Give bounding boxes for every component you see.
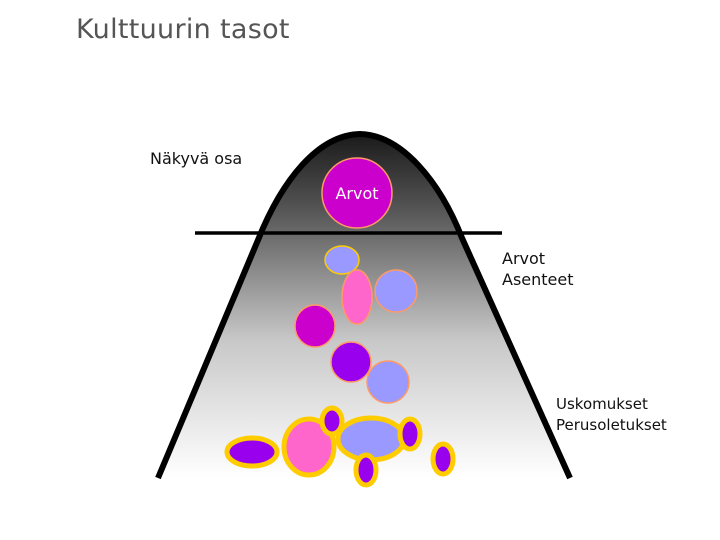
periwinkle-circle-right	[374, 269, 418, 313]
bottom-label-line-2: Perusoletukset	[556, 416, 667, 434]
values-circle	[321, 157, 393, 229]
periwinkle-circle-lower	[366, 360, 410, 404]
mountain-outline	[155, 131, 573, 480]
visible-part-text: Näkyvä osa	[150, 149, 243, 168]
violet-oval-wide	[224, 435, 280, 469]
magenta-circle-left	[294, 304, 336, 348]
pink-oval-tall	[341, 269, 373, 325]
middle-layer-label: Arvot Asenteet	[502, 248, 574, 290]
violet-oval-bottom	[353, 452, 379, 488]
middle-label-line-2: Asenteet	[502, 270, 574, 289]
periwinkle-oval-wide	[335, 415, 407, 463]
slide-title: Kulttuurin tasot	[76, 14, 290, 45]
violet-circle	[330, 341, 372, 383]
violet-oval-right	[397, 416, 423, 452]
violet-oval-upper	[319, 405, 345, 437]
visible-part-label: Näkyvä osa	[150, 148, 242, 169]
violet-oval-far-right	[430, 441, 456, 477]
periwinkle-oval-small	[324, 245, 360, 275]
middle-label-line-1: Arvot	[502, 249, 546, 268]
pink-circle-large	[281, 416, 337, 478]
bottom-layer-label: Uskomukset Perusoletukset	[556, 394, 667, 436]
values-circle-label: Arvot	[335, 184, 378, 203]
bottom-label-line-1: Uskomukset	[556, 395, 648, 413]
